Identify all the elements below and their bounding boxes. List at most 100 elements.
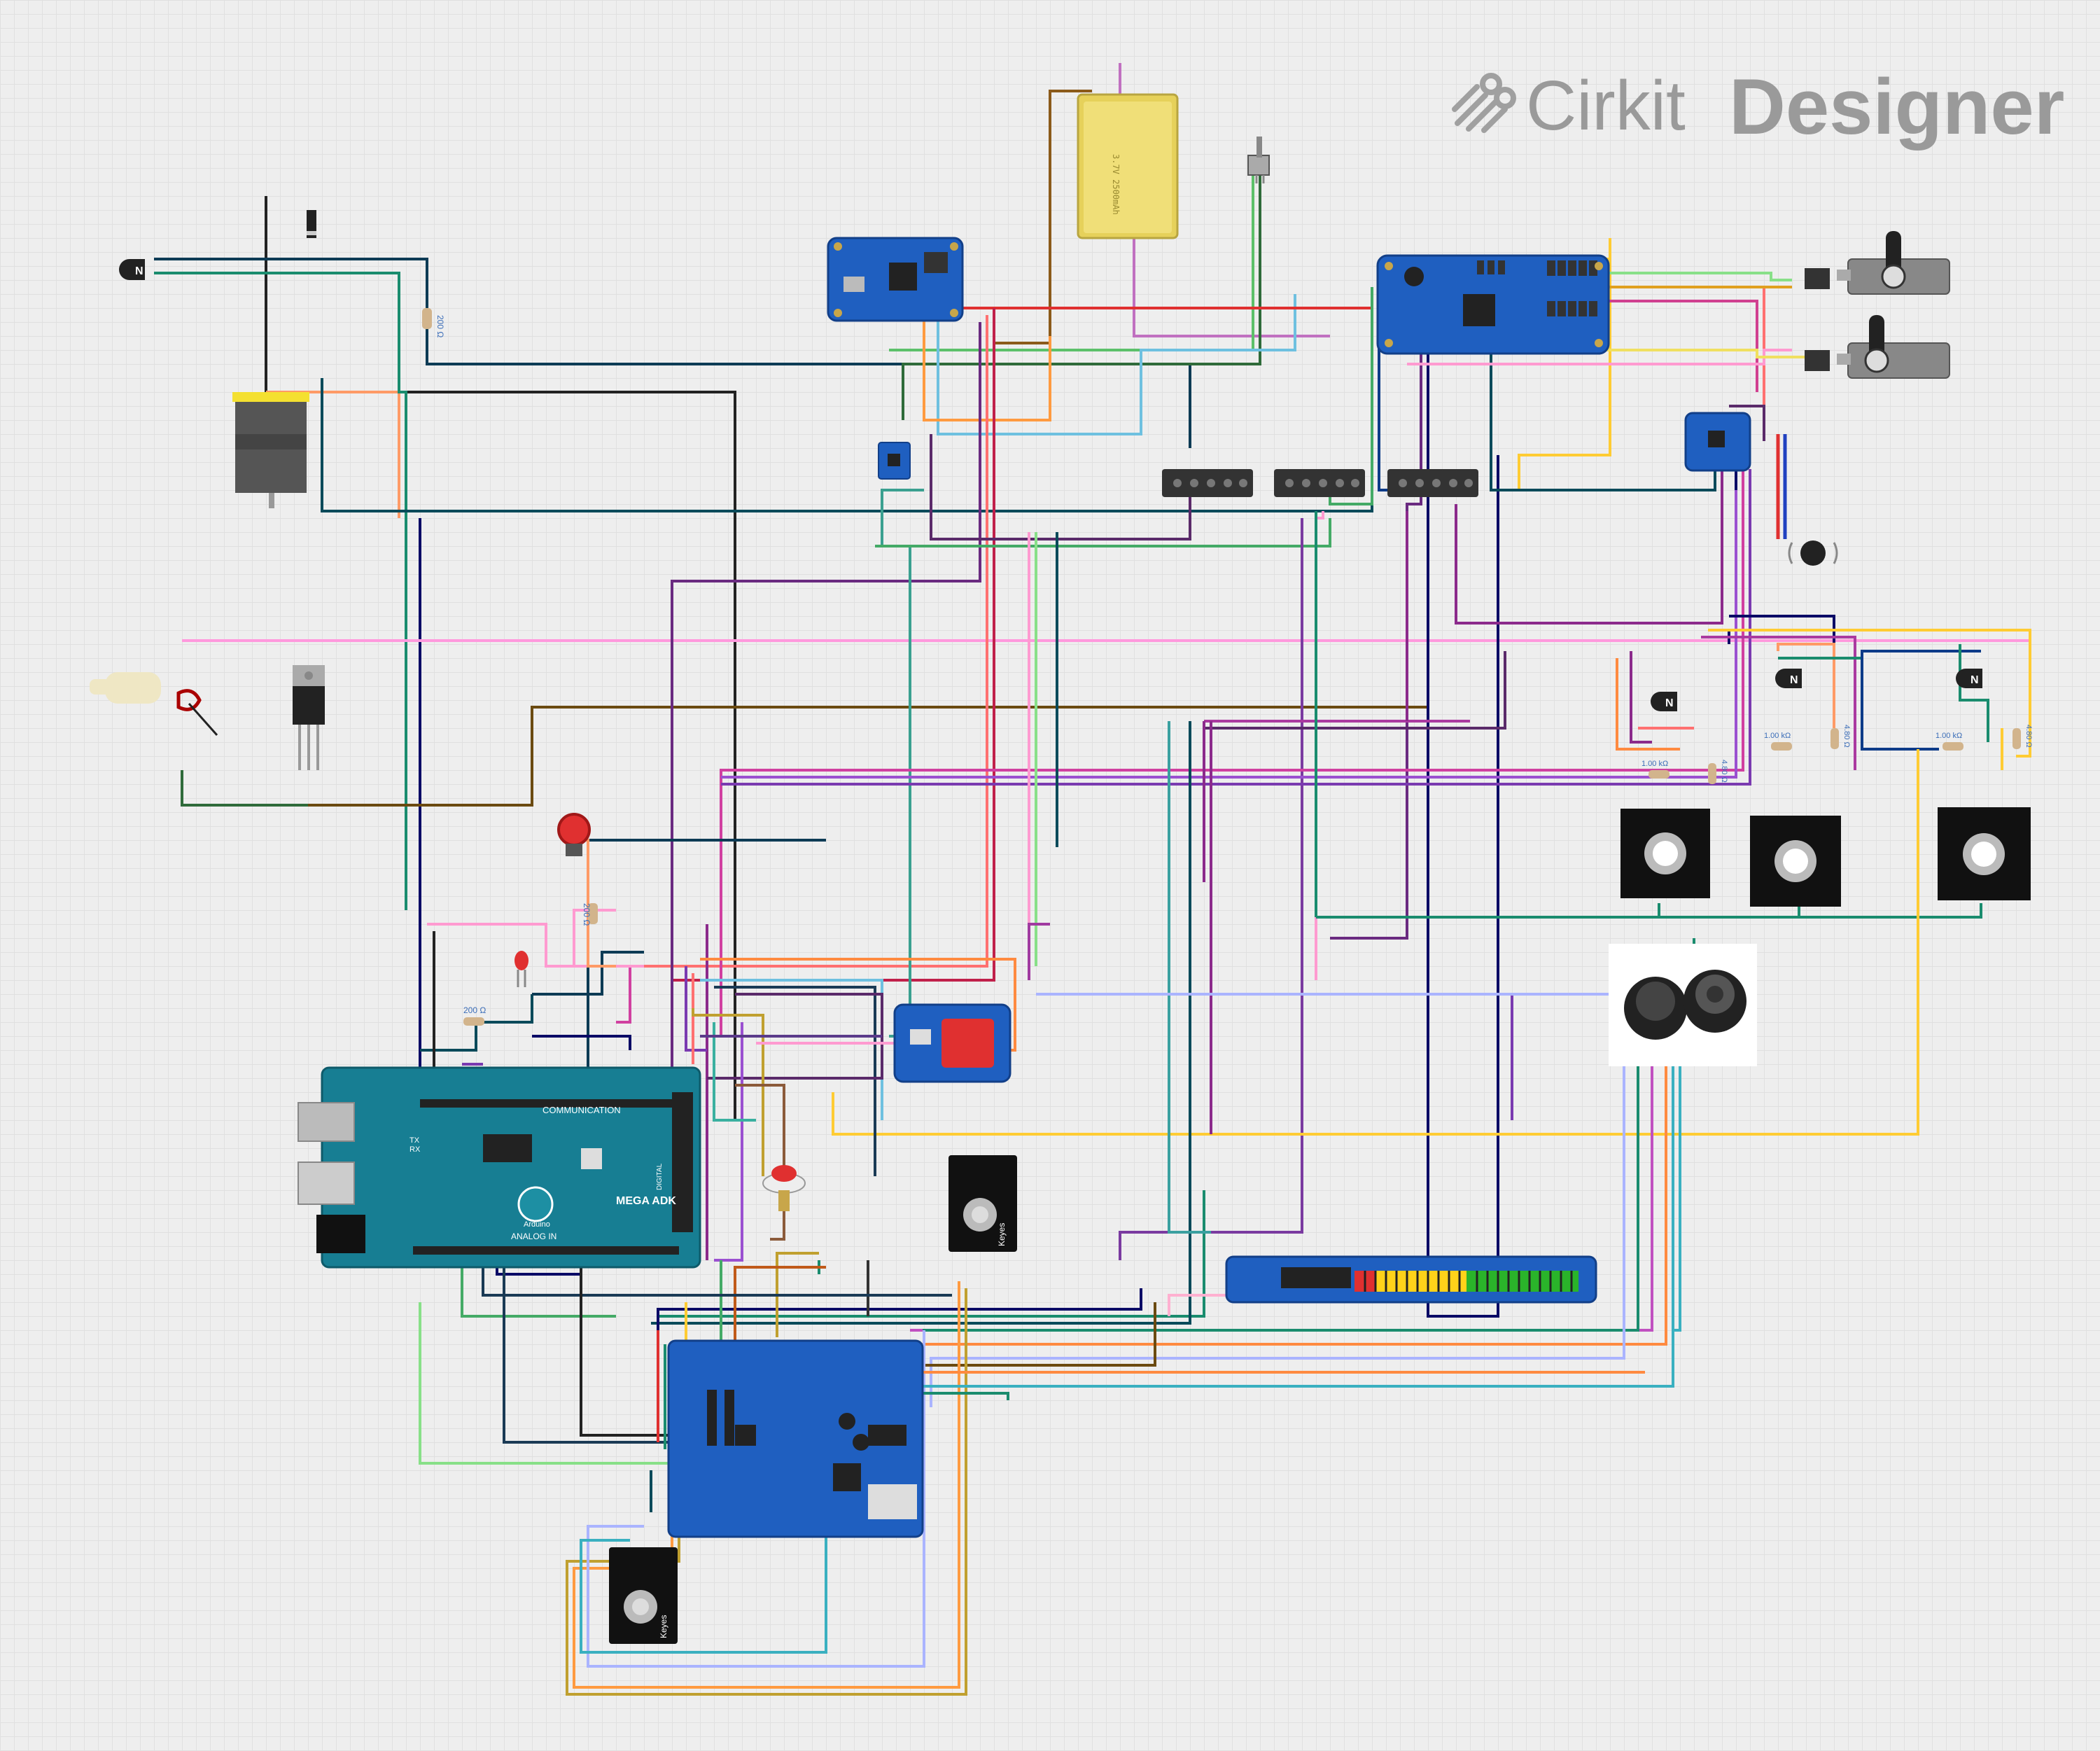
wire <box>937 294 1296 435</box>
wire <box>1959 644 1989 742</box>
svg-text:N: N <box>1665 697 1674 709</box>
led-bargraph[interactable] <box>1225 1255 1597 1304</box>
logo-product-text: Designer <box>1729 63 2065 151</box>
wire <box>692 1008 764 1176</box>
wire <box>1168 721 1211 1234</box>
wire <box>909 994 1667 1379</box>
resistor-led2-base[interactable]: 1.00 kΩ <box>1764 732 1792 751</box>
svg-text:COMMUNICATION: COMMUNICATION <box>542 1105 621 1115</box>
resistor-led1-base[interactable]: 1.00 kΩ <box>1642 760 1670 779</box>
terminal-block-1[interactable] <box>1162 469 1253 497</box>
resistor-led3-base[interactable]: 1.00 kΩ <box>1935 732 1963 751</box>
red-led[interactable] <box>514 951 528 987</box>
wire <box>700 979 883 1120</box>
servo-1[interactable] <box>1805 231 1950 295</box>
wire <box>587 1330 925 1668</box>
svg-text:200 Ω: 200 Ω <box>582 903 592 926</box>
logo-brand-text: Cirkit <box>1526 67 1686 145</box>
wire <box>776 1252 819 1337</box>
wire <box>574 839 616 968</box>
resistor-led2-load[interactable]: 4.80 Ω <box>1830 725 1851 749</box>
wire <box>657 1288 1142 1330</box>
wire <box>881 489 924 1038</box>
power-led-1[interactable] <box>1620 809 1710 898</box>
wire <box>1028 923 1050 980</box>
bluetooth-module[interactable] <box>893 1003 1011 1083</box>
resistor-led3-load[interactable]: 4.80 Ω <box>2012 725 2033 749</box>
wire <box>1616 658 1680 751</box>
svg-text:Keyes: Keyes <box>659 1615 668 1638</box>
wire <box>713 1022 756 1122</box>
wire <box>482 1260 952 1297</box>
power-led-3[interactable] <box>1938 807 2031 900</box>
mosfet[interactable] <box>293 665 325 770</box>
wire <box>721 490 1737 779</box>
wire <box>735 1084 785 1241</box>
vibration-motor[interactable] <box>1776 434 1838 566</box>
svg-text:TX: TX <box>410 1136 420 1145</box>
wire <box>154 272 407 910</box>
wire <box>461 1260 616 1318</box>
pwm-servo-driver[interactable] <box>1376 254 1610 355</box>
wires <box>154 63 2031 1696</box>
wire <box>1708 629 2031 758</box>
lipo-battery[interactable]: 3.7V 2500mAh <box>1077 93 1179 239</box>
wire <box>658 1190 1205 1318</box>
wire <box>685 966 707 1052</box>
svg-text:200 Ω: 200 Ω <box>463 1005 486 1015</box>
diode[interactable] <box>307 210 316 238</box>
wire <box>181 770 308 807</box>
svg-text:4.80 Ω: 4.80 Ω <box>1720 760 1728 783</box>
svg-text:RX: RX <box>410 1145 421 1154</box>
wire <box>714 986 876 1176</box>
sensor-module[interactable] <box>878 442 911 480</box>
svg-text:DIGITAL: DIGITAL <box>656 1163 664 1190</box>
wire <box>182 639 2031 651</box>
svg-text:N: N <box>1970 674 1979 686</box>
svg-text:Keyes: Keyes <box>997 1223 1007 1246</box>
npn-transistor-2[interactable]: N <box>1775 669 1802 688</box>
wire <box>1518 238 1611 490</box>
arduino-mega-adk[interactable]: COMMUNICATION ANALOG IN MEGA ADK Arduino… <box>298 1066 701 1269</box>
resistor-led[interactable]: 200 Ω <box>463 1005 486 1026</box>
svg-text:N: N <box>135 265 144 277</box>
rotary-encoder-top[interactable]: Keyes <box>948 1155 1017 1252</box>
svg-text:ANALOG IN: ANALOG IN <box>511 1232 556 1241</box>
resistor-indicator[interactable]: 200 Ω <box>582 903 598 926</box>
wire <box>616 315 988 968</box>
wire <box>720 469 1744 1036</box>
npn-transistor-1[interactable]: N <box>1651 692 1677 711</box>
svg-text:N: N <box>1790 674 1798 686</box>
resistor-top[interactable]: 200 Ω <box>422 308 445 337</box>
wire <box>1701 636 1856 770</box>
wire <box>616 965 631 1024</box>
dc-motor[interactable] <box>232 392 309 508</box>
servo-2[interactable] <box>1805 315 1950 379</box>
powerboost-module[interactable] <box>827 237 964 322</box>
npn-transistor-left[interactable]: N <box>119 259 145 280</box>
svg-text:MEGA ADK: MEGA ADK <box>616 1195 676 1207</box>
wire <box>902 168 1261 420</box>
wire <box>154 258 1191 448</box>
wire <box>930 434 1191 540</box>
speakers[interactable] <box>1609 944 1757 1066</box>
red-indicator[interactable] <box>557 813 591 856</box>
terminal-block-2[interactable] <box>1274 469 1365 497</box>
svg-text:1.00 kΩ: 1.00 kΩ <box>1642 760 1668 768</box>
haptic-driver[interactable] <box>1684 412 1751 472</box>
power-led-2[interactable] <box>1750 816 1841 907</box>
pushbutton[interactable] <box>762 1165 806 1211</box>
water-pump[interactable] <box>90 672 218 736</box>
terminal-block-3[interactable] <box>1387 469 1478 497</box>
toggle-switch[interactable] <box>1247 137 1270 183</box>
wire <box>651 721 1191 1325</box>
rotary-encoder-bottom[interactable]: Keyes <box>609 1547 678 1644</box>
wire <box>952 301 1373 309</box>
wire <box>427 923 644 968</box>
music-maker-shield[interactable] <box>667 1339 924 1538</box>
npn-transistor-3[interactable]: N <box>1956 669 1982 688</box>
resistor-led1-load[interactable]: 4.80 Ω <box>1708 760 1728 784</box>
svg-text:Arduino: Arduino <box>524 1220 550 1229</box>
wire <box>1729 615 1835 651</box>
